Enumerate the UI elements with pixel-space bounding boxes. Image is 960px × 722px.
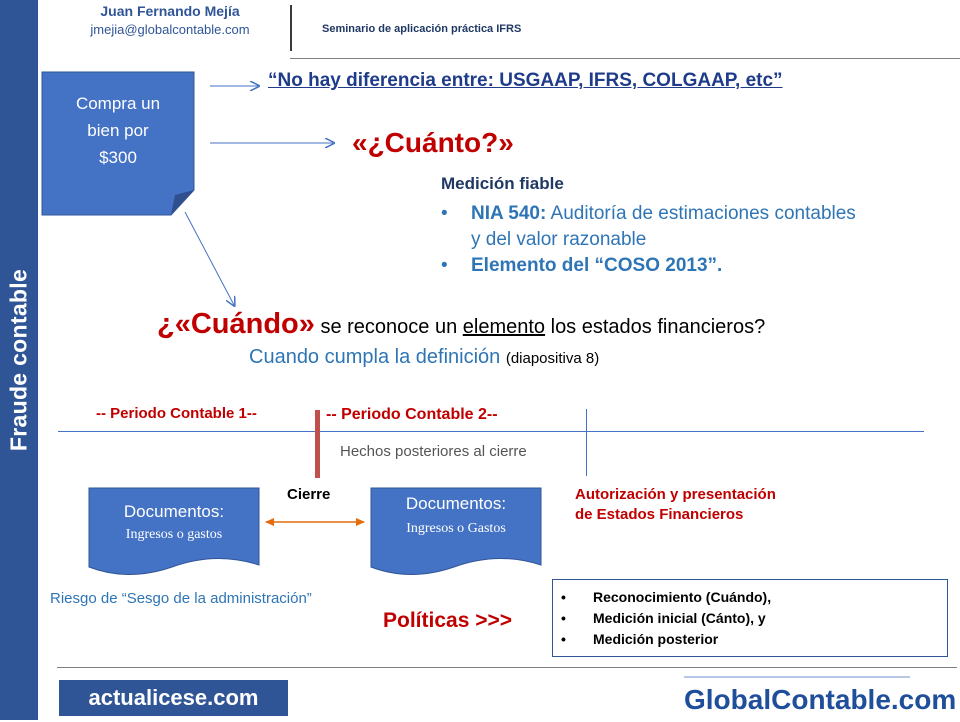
politicas-item: • Medición posterior bbox=[561, 629, 771, 650]
doc-right-sub: Ingresos o Gastos bbox=[406, 521, 506, 536]
bullet-icon: • bbox=[561, 631, 566, 647]
bullet-icon: • bbox=[561, 610, 566, 626]
doc-left: Documentos: Ingresos o gastos bbox=[89, 488, 259, 580]
header-rule bbox=[290, 58, 960, 59]
period-2-end-marker bbox=[586, 409, 587, 476]
politicas-box: • Reconocimiento (Cuándo), • Medición inic… bbox=[552, 579, 948, 657]
cumpla-statement: Cuando cumpla la definición (diapositiva… bbox=[249, 346, 599, 369]
politicas-list: • Reconocimiento (Cuándo), • Medición inic… bbox=[561, 587, 771, 650]
cuando-elemento: elemento bbox=[462, 316, 546, 338]
cumpla-text: Cuando cumpla la definición bbox=[249, 346, 506, 368]
hechos-posteriores-label: Hechos posteriores al cierre bbox=[340, 443, 527, 460]
cierre-marker bbox=[315, 410, 320, 478]
bullet-icon: • bbox=[441, 255, 448, 276]
cierre-label: Cierre bbox=[287, 486, 331, 503]
quote-link[interactable]: “No hay diferencia entre: USGAAP, IFRS, … bbox=[268, 70, 783, 91]
bullet-icon: • bbox=[441, 203, 448, 224]
medicion-item-bold: NIA 540: bbox=[471, 203, 547, 224]
compra-line-1: Compra un bbox=[75, 94, 161, 113]
politicas-item-text: Medición inicial (Cánto), y bbox=[593, 610, 766, 626]
bullet-icon: • bbox=[561, 589, 566, 605]
politicas-item-text: Reconocimiento (Cuándo), bbox=[593, 589, 772, 605]
arrow-to-cuando bbox=[184, 211, 234, 305]
compra-line-2: bien por bbox=[87, 121, 149, 140]
compra-line-3: $300 bbox=[99, 148, 137, 167]
politicas-item-text: Medición posterior bbox=[593, 631, 719, 647]
seminar-title: Seminario de aplicación práctica IFRS bbox=[322, 23, 522, 35]
sidebar: Fraude contable bbox=[0, 0, 38, 720]
medicion-item: • Elemento del “COSO 2013”. bbox=[441, 253, 861, 279]
timeline-axis bbox=[58, 431, 924, 432]
cuando-pre: se reconoce un bbox=[314, 316, 463, 338]
doc-right: Documentos: Ingresos o Gastos bbox=[371, 488, 541, 580]
cuando-post: los estados financieros? bbox=[545, 316, 766, 338]
doc-right-shape bbox=[370, 487, 542, 575]
autorizacion-line-1: Autorización y presentación bbox=[575, 486, 776, 503]
medicion-list: • NIA 540: Auditoría de estimaciones con… bbox=[441, 201, 861, 279]
doc-right-title: Documentos: bbox=[405, 494, 507, 513]
politicas-item: • Reconocimiento (Cuándo), bbox=[561, 587, 771, 608]
medicion-item: • NIA 540: Auditoría de estimaciones con… bbox=[441, 201, 861, 253]
medicion-item-text: Auditoría de estimaciones contables y de… bbox=[471, 203, 856, 250]
cumpla-reference: (diapositiva 8) bbox=[505, 350, 600, 367]
cuando-heading: ¿«Cuándo» bbox=[157, 308, 315, 340]
actualicese-logo[interactable]: actualicese.com bbox=[59, 680, 288, 716]
globalcontable-logo[interactable]: GlobalContable.com bbox=[684, 676, 956, 722]
riesgo-label: Riesgo de “Sesgo de la administración” bbox=[50, 590, 312, 607]
autorizacion-line-2: de Estados Financieros bbox=[575, 506, 744, 523]
period-2-label: -- Periodo Contable 2-- bbox=[326, 406, 498, 423]
compra-note: Compra un bien por $300 bbox=[42, 72, 194, 215]
politicas-item: • Medición inicial (Cánto), y bbox=[561, 608, 771, 629]
autorizacion-label: Autorización y presentación de Estados F… bbox=[575, 485, 845, 525]
compra-note-fold bbox=[171, 190, 194, 215]
doc-left-shape bbox=[88, 487, 260, 575]
cuando-statement: ¿«Cuándo» se reconoce un elemento los es… bbox=[157, 308, 765, 341]
doc-left-sub: Ingresos o gastos bbox=[125, 527, 223, 542]
author-email[interactable]: jmejia@globalcontable.com bbox=[90, 22, 250, 37]
footer-rule bbox=[57, 667, 957, 668]
cuanto-heading: «¿Cuánto?» bbox=[352, 127, 514, 158]
author-name: Juan Fernando Mejía bbox=[100, 3, 240, 19]
medicion-title: Medición fiable bbox=[441, 174, 564, 193]
medicion-item-bold: Elemento del “COSO 2013”. bbox=[471, 255, 723, 276]
period-1-label: -- Periodo Contable 1-- bbox=[96, 405, 257, 422]
header-divider bbox=[290, 5, 292, 51]
politicas-label: Políticas >>> bbox=[383, 609, 512, 632]
doc-left-title: Documentos: bbox=[123, 502, 225, 521]
